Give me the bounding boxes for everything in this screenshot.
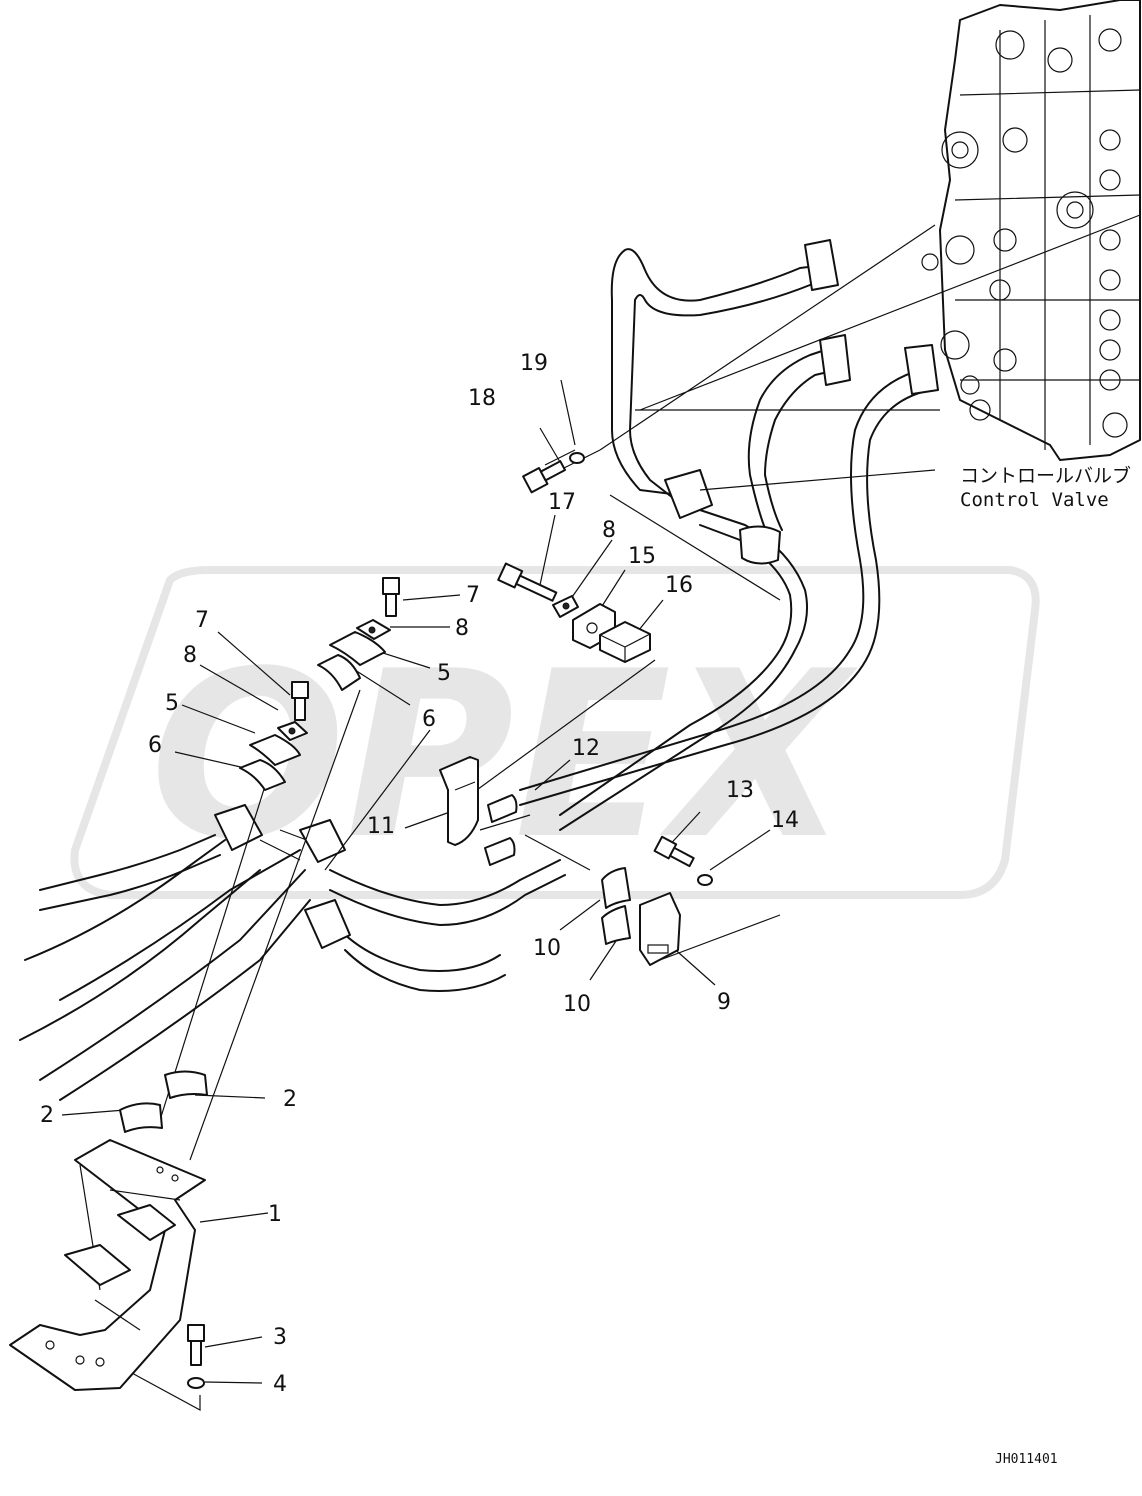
callout-1: 1	[268, 1202, 282, 1227]
callout-2: 2	[40, 1103, 54, 1128]
callout-8: 8	[602, 518, 616, 543]
callout-15: 15	[628, 544, 656, 569]
control-valve-label-en: Control Valve	[960, 489, 1109, 511]
callout-19: 19	[520, 351, 548, 376]
callout-2: 2	[283, 1087, 297, 1112]
callout-9: 9	[717, 990, 731, 1015]
callout-11: 11	[367, 814, 395, 839]
callout-8: 8	[183, 643, 197, 668]
callout-7: 7	[195, 608, 209, 633]
leader-lines	[61, 379, 781, 1412]
callout-8: 8	[455, 616, 469, 641]
callout-labels: 19 18 17 8 15 16 7 8 5 6 7 8 5 6 12 11 1…	[40, 351, 799, 1397]
callout-4: 4	[273, 1372, 287, 1397]
hardware-parts	[9, 452, 713, 1391]
callout-17: 17	[548, 490, 576, 515]
drawing-code: JH011401	[995, 1452, 1058, 1467]
callout-10: 10	[563, 992, 591, 1017]
callout-6: 6	[422, 707, 436, 732]
callout-3: 3	[273, 1325, 287, 1350]
callout-18: 18	[468, 386, 496, 411]
control-valve-label-jp: コントロールバルブ	[960, 464, 1131, 487]
callout-6: 6	[148, 733, 162, 758]
callout-16: 16	[665, 573, 693, 598]
callout-13: 13	[726, 778, 754, 803]
callout-14: 14	[771, 808, 799, 833]
control-valve	[921, 0, 1141, 461]
callout-12: 12	[572, 736, 600, 761]
callout-5: 5	[165, 691, 179, 716]
callout-7: 7	[466, 583, 480, 608]
callout-5: 5	[437, 661, 451, 686]
hydraulic-lines	[19, 214, 1141, 1101]
callout-10: 10	[533, 936, 561, 961]
